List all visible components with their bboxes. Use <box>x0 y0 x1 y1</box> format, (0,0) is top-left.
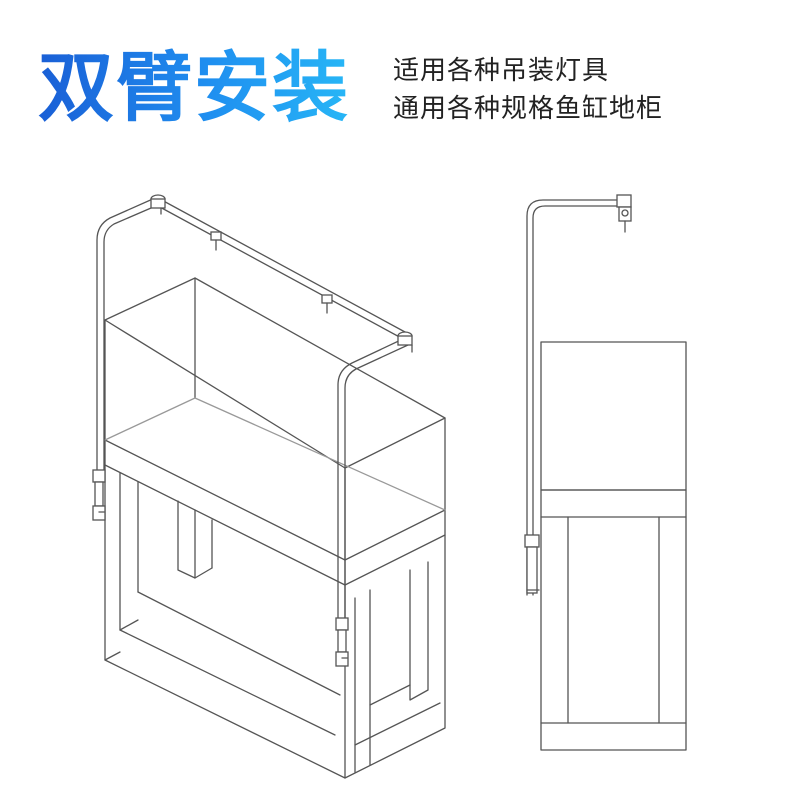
subtitle-line-1: 适用各种吊装灯具 <box>393 56 610 86</box>
subtitle-block: 适用各种吊装灯具 通用各种规格鱼缸地柜 <box>393 52 663 128</box>
side-view <box>524 194 687 751</box>
tank-side <box>540 341 687 491</box>
header: 双臂安装 适用各种吊装灯具 通用各种规格鱼缸地柜 <box>0 0 800 150</box>
crossbar <box>150 194 413 353</box>
isometric-view <box>92 194 446 779</box>
left-arm-post <box>92 197 159 521</box>
subtitle-line-2: 通用各种规格鱼缸地柜 <box>393 94 664 124</box>
page-title: 双臂安装 <box>38 40 350 136</box>
arm-side <box>524 194 632 596</box>
cabinet-side <box>540 489 687 751</box>
cabinet-isometric <box>104 439 446 779</box>
tank-isometric <box>104 277 446 561</box>
right-arm-post <box>335 337 409 667</box>
